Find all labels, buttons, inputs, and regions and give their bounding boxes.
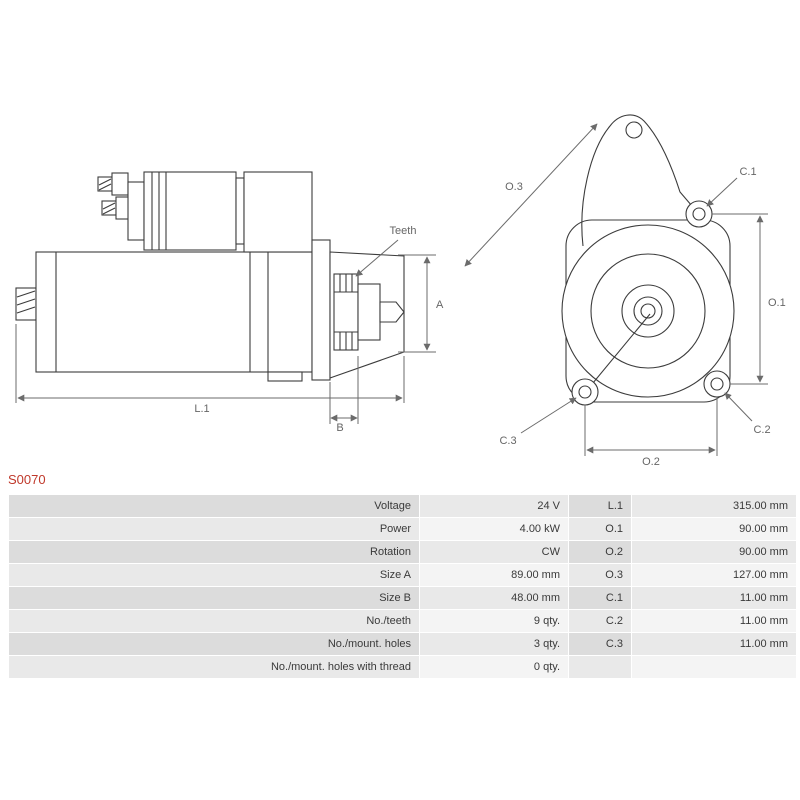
spec-value-cell: 9 qty. [420, 610, 568, 632]
c1-dim-label: C.1 [739, 166, 756, 178]
teeth-dim-label: Teeth [390, 225, 417, 237]
spec-value-cell: 4.00 kW [420, 518, 568, 540]
spec-row: Voltage 24 V L.1 315.00 mm [9, 495, 796, 517]
starter-front-view [561, 114, 735, 406]
spec-label2-cell: C.2 [569, 610, 631, 632]
spec-label2-cell: O.3 [569, 564, 631, 586]
drive-housing [243, 171, 313, 253]
o1-dim-label: O.1 [768, 297, 786, 309]
spec-label2-cell: C.1 [569, 587, 631, 609]
spec-label-cell: No./mount. holes [9, 633, 419, 655]
spec-label-cell: Power [9, 518, 419, 540]
spec-value-cell: 24 V [420, 495, 568, 517]
spec-value-cell: 0 qty. [420, 656, 568, 678]
spec-label2-cell: C.3 [569, 633, 631, 655]
spec-row: No./teeth 9 qty. C.2 11.00 mm [9, 610, 796, 632]
mount-hole-c2 [703, 370, 731, 398]
arch-hole [625, 121, 643, 139]
spec-value2-cell: 90.00 mm [632, 541, 796, 563]
spec-label-cell: Size A [9, 564, 419, 586]
center-boss [561, 224, 735, 398]
spec-value2-cell: 90.00 mm [632, 518, 796, 540]
spec-value2-cell: 11.00 mm [632, 633, 796, 655]
spec-label2-cell: L.1 [569, 495, 631, 517]
spec-label2-cell: O.1 [569, 518, 631, 540]
starter-side-view [15, 171, 405, 382]
spec-value2-cell: 11.00 mm [632, 610, 796, 632]
spec-value2-cell: 315.00 mm [632, 495, 796, 517]
a-dim-label: A [436, 299, 444, 311]
radius-line [587, 313, 651, 390]
spec-label2-cell [569, 656, 631, 678]
spec-value2-cell: 11.00 mm [632, 587, 796, 609]
spec-row: Size A 89.00 mm O.3 127.00 mm [9, 564, 796, 586]
spec-row: Size B 48.00 mm C.1 11.00 mm [9, 587, 796, 609]
spec-value2-cell [632, 656, 796, 678]
spec-row: Rotation CW O.2 90.00 mm [9, 541, 796, 563]
spec-value2-cell: 127.00 mm [632, 564, 796, 586]
o3-dim-label: O.3 [505, 181, 523, 193]
spec-label-cell: Size B [9, 587, 419, 609]
solenoid-terminals [97, 172, 133, 220]
spec-label2-cell: O.2 [569, 541, 631, 563]
spec-value-cell: 3 qty. [420, 633, 568, 655]
spec-row: No./mount. holes with thread 0 qty. [9, 656, 796, 678]
spec-value-cell: CW [420, 541, 568, 563]
spec-label-cell: Voltage [9, 495, 419, 517]
solenoid [127, 171, 245, 251]
c3-dim-label: C.3 [499, 435, 516, 447]
side-view-dimensions [15, 239, 436, 424]
spec-value-cell: 48.00 mm [420, 587, 568, 609]
l1-dim-label: L.1 [194, 403, 209, 415]
spec-row: No./mount. holes 3 qty. C.3 11.00 mm [9, 633, 796, 655]
spec-label-cell: Rotation [9, 541, 419, 563]
o2-dim-label: O.2 [642, 456, 660, 468]
spec-row: Power 4.00 kW O.1 90.00 mm [9, 518, 796, 540]
spec-label-cell: No./teeth [9, 610, 419, 632]
front-view-dimensions [464, 123, 768, 456]
spec-label-cell: No./mount. holes with thread [9, 656, 419, 678]
product-code: S0070 [8, 472, 46, 487]
motor-body [35, 251, 313, 373]
b-dim-label: B [336, 422, 343, 434]
mount-flange [311, 239, 331, 381]
c2-dim-label: C.2 [753, 424, 770, 436]
spec-value-cell: 89.00 mm [420, 564, 568, 586]
pinion-gear [333, 273, 405, 351]
mount-hole-c3 [571, 378, 599, 406]
technical-drawing: Teeth A L.1 B [15, 114, 786, 468]
spec-table: Voltage 24 V L.1 315.00 mm Power 4.00 kW… [8, 494, 797, 679]
